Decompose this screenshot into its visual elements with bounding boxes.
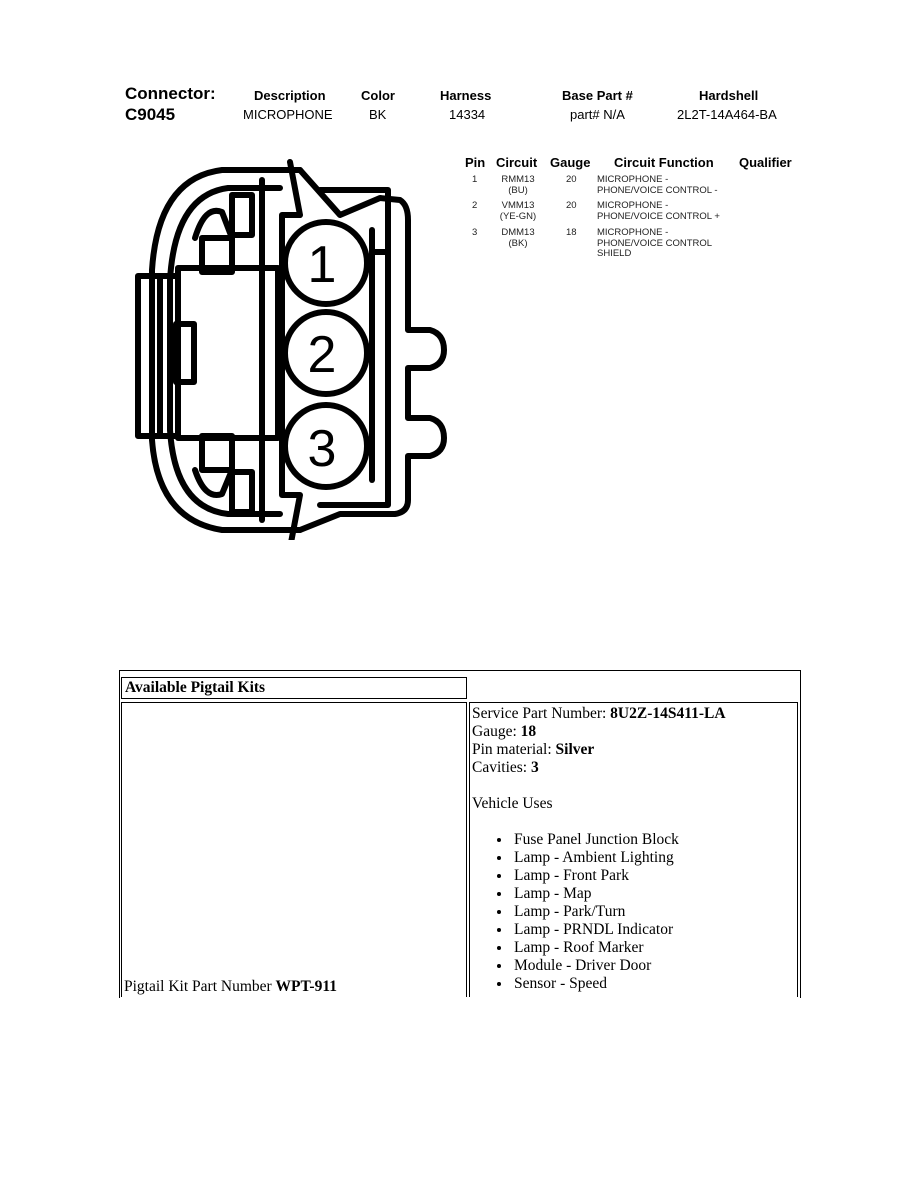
vehicle-use-item: Sensor - Speed [512,975,726,993]
vehicle-use-item: Lamp - Park/Turn [512,903,726,921]
pin-header: Pin [465,155,486,170]
circuit-function-header: Circuit Function [614,155,714,170]
circuit-function: MICROPHONE -PHONE/VOICE CONTROL - [597,174,718,196]
pin-material-value: Silver [555,741,595,758]
vehicle-use-item: Module - Driver Door [512,957,726,975]
gauge-line: Gauge: 18 [472,723,537,740]
vehicle-use-item: Fuse Panel Junction Block [512,831,726,849]
gauge-header: Gauge [550,155,591,170]
circuit-code: DMM13(BK) [501,227,535,249]
service-part-number: 8U2Z-14S411-LA [610,705,726,722]
connector-label: Connector: [125,84,216,103]
harness-value: 14334 [449,107,486,122]
kit-number-value: WPT-911 [275,978,337,995]
pigtail-kit-cell: Pigtail Kit Part Number WPT-911 [121,702,467,997]
pigtail-kit-number-line: Pigtail Kit Part Number WPT-911 [124,978,337,996]
vehicle-uses-list: Fuse Panel Junction Block Lamp - Ambient… [472,831,726,993]
cavity-2 [282,309,370,397]
kit-number-label: Pigtail Kit Part Number [124,978,276,995]
cavities-line: Cavities: 3 [472,759,539,776]
pin-number: 1 [472,174,478,185]
description-value: MICROPHONE [243,107,333,122]
circuit-code: VMM13(YE-GN) [499,200,537,222]
cavity-label-1: 1 [308,236,337,294]
color-value: BK [369,107,387,122]
qualifier-header: Qualifier [739,155,792,170]
gauge-value: 20 [566,174,577,185]
pigtail-details: Service Part Number: 8U2Z-14S411-LA Gaug… [472,705,726,993]
cavity-label-2: 2 [308,326,337,384]
harness-header: Harness [440,88,492,103]
service-part-line: Service Part Number: 8U2Z-14S411-LA [472,705,726,722]
vehicle-use-item: Lamp - Front Park [512,867,726,885]
pigtail-details-cell: Service Part Number: 8U2Z-14S411-LA Gaug… [469,702,798,997]
pigtail-table [119,670,801,998]
circuit-function: MICROPHONE -PHONE/VOICE CONTROL + [597,200,720,222]
circuit-header: Circuit [496,155,538,170]
hardshell-header: Hardshell [699,88,759,103]
cavity-1 [282,219,370,307]
connector-face-diagram: 1 2 3 [135,159,447,540]
terminal-post [199,235,235,275]
vehicle-use-item: Lamp - Map [512,885,726,903]
housing-inner-wall [167,185,283,517]
base-part-value: part# N/A [570,107,625,122]
pin-number: 3 [472,227,478,238]
cavity-3 [282,402,370,490]
vehicle-uses-title: Vehicle Uses [472,795,553,812]
cavity-label-3: 3 [308,420,337,478]
base-part-header: Base Part # [562,88,633,103]
connector-id: C9045 [125,105,176,124]
vehicle-use-item: Lamp - Roof Marker [512,939,726,957]
pigtail-title-cell: Available Pigtail Kits [121,677,467,699]
pin-material-line: Pin material: Silver [472,741,595,758]
gauge-value: 18 [520,723,537,740]
vehicle-use-item: Lamp - Ambient Lighting [512,849,726,867]
hardshell-value: 2L2T-14A464-BA [677,107,777,122]
housing-outline [149,167,303,533]
circuit-code: RMM13(BU) [501,174,535,196]
gauge-value: 18 [566,227,577,238]
vehicle-use-item: Lamp - PRNDL Indicator [512,921,726,939]
cavities-value: 3 [530,759,539,776]
pin-number: 2 [472,200,478,211]
description-header: Description [254,88,326,103]
right-rail [297,167,447,533]
terminal-post [199,433,235,473]
color-header: Color [361,88,395,103]
gauge-value: 20 [566,200,577,211]
pigtail-title: Available Pigtail Kits [125,679,266,696]
